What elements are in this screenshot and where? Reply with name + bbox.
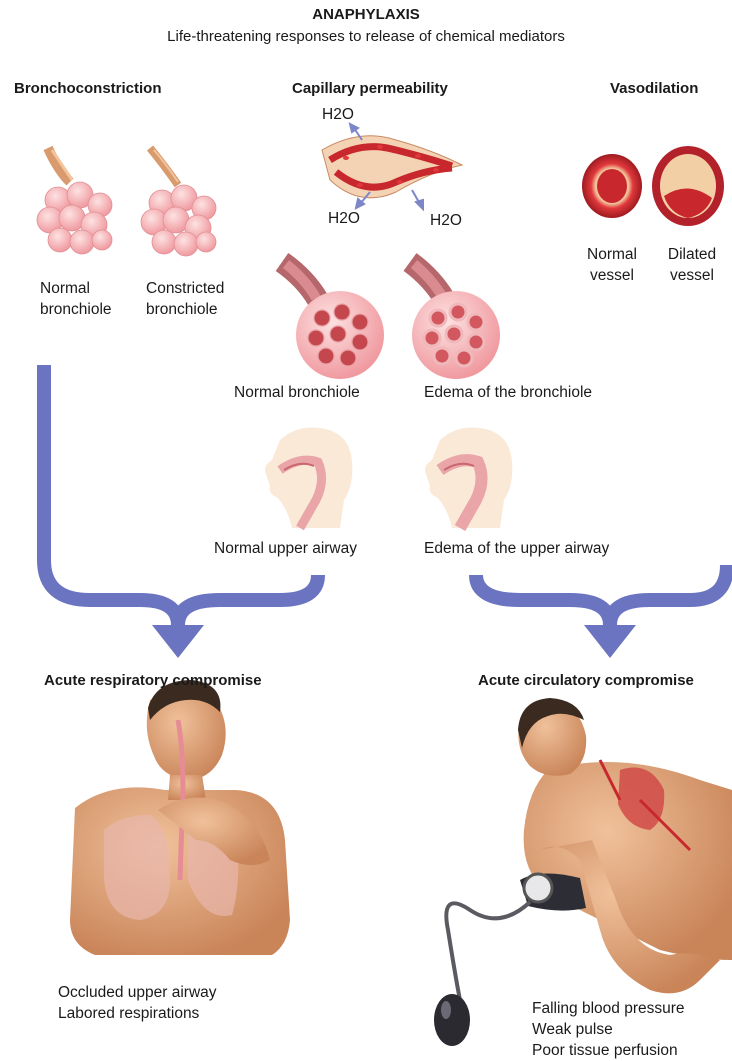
- normal-vessel-caption-line1: Normal: [576, 244, 648, 265]
- circulatory-patient-illustration: [434, 698, 732, 1046]
- normal-bronchiole-illustration: [37, 148, 112, 254]
- arrow-center-right-path: [476, 575, 610, 625]
- constricted-bronchiole-illustration: [141, 148, 216, 256]
- capillary-illustration: [322, 124, 462, 209]
- water-label-bottom-right: H2O: [430, 210, 462, 231]
- circulatory-sign-item: Weak pulse: [532, 1019, 685, 1040]
- arrow-center-left-path: [178, 575, 318, 625]
- normal-bronchiole-caption: Normal bronchiole: [40, 278, 112, 320]
- normal-vessel-caption: Normal vessel: [576, 244, 648, 286]
- edema-upper-airway-caption: Edema of the upper airway: [424, 538, 609, 559]
- arrow-right-path: [610, 565, 727, 625]
- edema-upper-airway-illustration: [425, 428, 512, 529]
- dilated-vessel-caption: Dilated vessel: [656, 244, 728, 286]
- arrowhead-circulatory: [584, 625, 636, 658]
- normal-upper-airway-illustration: [265, 428, 352, 529]
- constricted-bronchiole-caption: Constricted bronchiole: [146, 278, 224, 320]
- normal-vessel-illustration: [582, 154, 642, 218]
- arrowhead-respiratory: [152, 625, 204, 658]
- capillary-heading: Capillary permeability: [292, 80, 448, 97]
- page-title: ANAPHYLAXIS: [0, 6, 732, 23]
- center-normal-bronchiole-illustration: [282, 262, 384, 379]
- vasodilation-heading: Vasodilation: [610, 80, 698, 97]
- flow-arrows: [44, 365, 727, 625]
- circulatory-signs-list: Falling blood pressure Weak pulse Poor t…: [532, 998, 685, 1061]
- bronchoconstriction-heading: Bronchoconstriction: [14, 80, 162, 97]
- normal-bronchiole-caption-line1: Normal: [40, 278, 112, 299]
- center-normal-bronchiole-caption: Normal bronchiole: [234, 382, 360, 403]
- normal-vessel-caption-line2: vessel: [576, 265, 648, 286]
- water-label-top: H2O: [322, 104, 354, 125]
- circulatory-sign-item: Poor tissue perfusion: [532, 1040, 685, 1061]
- dilated-vessel-illustration: [652, 146, 724, 226]
- normal-bronchiole-caption-line2: bronchiole: [40, 299, 112, 320]
- arrow-left-path: [44, 365, 178, 625]
- edema-bronchiole-caption: Edema of the bronchiole: [424, 382, 592, 403]
- constricted-bronchiole-caption-line2: bronchiole: [146, 299, 224, 320]
- normal-upper-airway-caption: Normal upper airway: [214, 538, 357, 559]
- constricted-bronchiole-caption-line1: Constricted: [146, 278, 224, 299]
- respiratory-sign-item: Labored respirations: [58, 1003, 217, 1024]
- dilated-vessel-caption-line1: Dilated: [656, 244, 728, 265]
- water-label-bottom-left: H2O: [328, 208, 360, 229]
- respiratory-sign-item: Occluded upper airway: [58, 982, 217, 1003]
- respiratory-patient-illustration: [70, 680, 290, 955]
- dilated-vessel-caption-line2: vessel: [656, 265, 728, 286]
- page-subtitle: Life-threatening responses to release of…: [0, 28, 732, 45]
- circulatory-sign-item: Falling blood pressure: [532, 998, 685, 1019]
- respiratory-signs-list: Occluded upper airway Labored respiratio…: [58, 982, 217, 1024]
- edema-bronchiole-illustration: [410, 262, 500, 379]
- respiratory-compromise-heading: Acute respiratory compromise: [44, 672, 262, 689]
- circulatory-compromise-heading: Acute circulatory compromise: [478, 672, 694, 689]
